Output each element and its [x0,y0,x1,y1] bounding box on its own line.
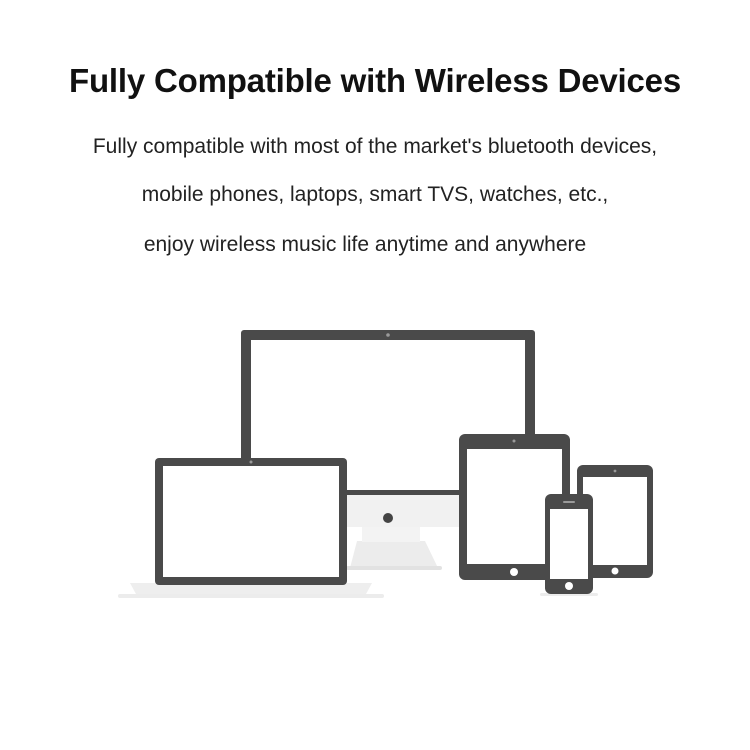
description-line-1: Fully compatible with most of the market… [92,135,658,158]
phone-small-home-button [565,582,573,590]
phone-large-screen [583,477,647,565]
monitor-stand-neck [362,526,420,542]
tablet-icon [459,434,570,580]
monitor-stand-base [350,541,438,568]
laptop-base [130,583,372,594]
phone-large-speaker [613,469,617,473]
phone-large-home-button [611,567,619,575]
laptop-camera [249,460,253,464]
monitor-stand-shadow [346,566,442,570]
laptop-shadow [118,594,384,598]
monitor-logo-dot [383,513,393,523]
phone-small-speaker [563,501,575,503]
phone-small-icon [540,494,598,596]
laptop-screen [163,466,339,577]
phone-large-icon [577,465,653,578]
phone-small-screen [550,509,588,579]
tablet-home-button [510,568,518,576]
monitor-camera [386,333,390,337]
page-headline: Fully Compatible with Wireless Devices [69,62,681,99]
tablet-camera [512,439,516,443]
laptop-icon [118,458,384,598]
description-line-3: enjoy wireless music life anytime and an… [143,233,587,256]
description-line-2: mobile phones, laptops, smart TVS, watch… [141,183,609,206]
